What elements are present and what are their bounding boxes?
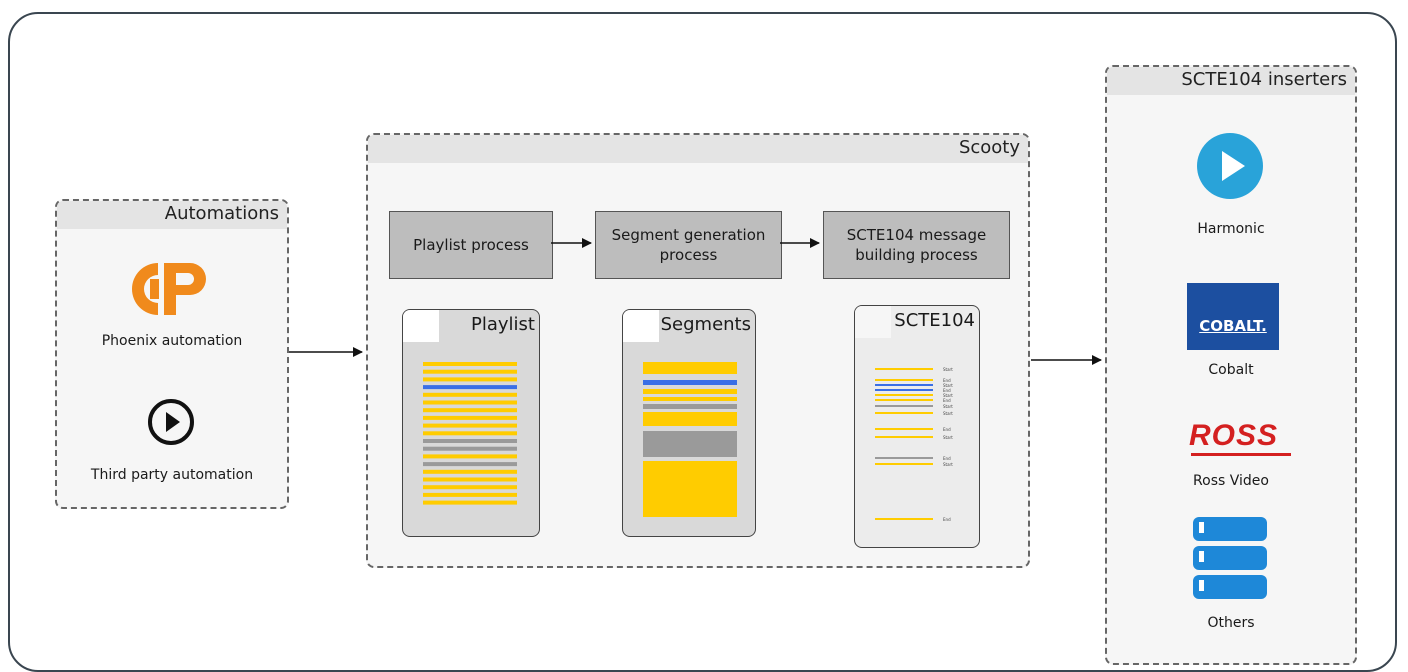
playlist-process-box: Playlist process xyxy=(389,211,553,279)
scte104-line xyxy=(875,518,933,520)
scte104-message-building-process-box: SCTE104 message building process xyxy=(823,211,1010,279)
cobalt-logo-icon: COBALT. xyxy=(1187,283,1279,350)
playlist-card: Playlist xyxy=(402,309,540,537)
scte104-line-label: Start xyxy=(943,411,953,416)
playlist-line xyxy=(423,500,517,505)
scooty-title: Scooty xyxy=(958,137,1020,158)
segment-block xyxy=(643,380,737,385)
connectors xyxy=(289,238,1102,365)
playlist-line xyxy=(423,469,517,474)
inserters-group: SCTE104 inserters Harmonic COBALT. Cobal… xyxy=(1105,65,1357,665)
cobalt-label: Cobalt xyxy=(1208,362,1254,378)
playlist-line xyxy=(423,431,517,436)
inserters-header xyxy=(1107,67,1355,95)
server-stack-icon xyxy=(1191,515,1269,601)
playlist-line xyxy=(423,485,517,490)
card-tab xyxy=(403,310,439,342)
scte104-line-label: Start xyxy=(943,404,953,409)
scte104-card-title: SCTE104 xyxy=(894,310,975,331)
scte104-line xyxy=(875,412,933,414)
scte104-line-label: Start xyxy=(943,462,953,467)
scte104-line-label: Start xyxy=(943,383,953,388)
play-circle-icon xyxy=(146,397,196,447)
scte104-line-label: End xyxy=(943,427,951,432)
scte104-line-label: End xyxy=(943,517,951,522)
segment-block xyxy=(643,362,737,374)
playlist-lines xyxy=(423,362,517,505)
playlist-line xyxy=(423,462,517,467)
segment-block xyxy=(643,397,737,401)
scte104-line-label: End xyxy=(943,378,951,383)
playlist-line xyxy=(423,454,517,459)
segment-block xyxy=(643,431,737,457)
scte104-line xyxy=(875,368,933,370)
scooty-header xyxy=(368,135,1028,163)
process-label: Segment generation xyxy=(611,226,766,244)
playlist-line xyxy=(423,439,517,443)
harmonic-label: Harmonic xyxy=(1197,221,1265,237)
ross-video-label: Ross Video xyxy=(1193,473,1269,489)
scte104-line-label: End xyxy=(943,398,951,403)
scooty-group: Scooty Playlist process Segment generati… xyxy=(366,133,1030,568)
playlist-card-title: Playlist xyxy=(471,314,535,335)
process-label: process xyxy=(659,246,718,264)
scte104-line xyxy=(875,405,933,407)
scte104-line xyxy=(875,379,933,381)
playlist-line xyxy=(423,369,517,374)
segments-card: Segments xyxy=(622,309,756,537)
card-tab xyxy=(855,306,891,338)
scte104-line xyxy=(875,428,933,430)
automations-title: Automations xyxy=(164,203,279,224)
card-tab xyxy=(623,310,659,342)
scte104-line xyxy=(875,394,933,396)
ross-logo-underline xyxy=(1191,453,1291,456)
segment-block xyxy=(643,461,737,517)
playlist-line xyxy=(423,415,517,420)
automations-header xyxy=(57,201,287,229)
scte104-line xyxy=(875,399,933,401)
scte104-line xyxy=(875,436,933,438)
scte104-line-label: Start xyxy=(943,367,953,372)
playlist-line xyxy=(423,362,517,366)
playlist-line xyxy=(423,477,517,482)
process-label: SCTE104 message xyxy=(846,226,987,244)
playlist-line xyxy=(423,492,517,497)
playlist-line xyxy=(423,408,517,413)
process-label: building process xyxy=(855,246,978,264)
automations-group: Automations Phoenix automation Third par… xyxy=(55,199,289,509)
playlist-line xyxy=(423,423,517,428)
segment-block xyxy=(643,389,737,394)
scte104-line-label: End xyxy=(943,456,951,461)
scte104-line-label: End xyxy=(943,388,951,393)
playlist-line xyxy=(423,400,517,405)
ross-logo-icon: ROSS xyxy=(1187,419,1297,459)
playlist-line xyxy=(423,446,517,451)
scte104-line xyxy=(875,389,933,391)
third-party-automation-label: Third party automation xyxy=(90,467,254,483)
segment-block xyxy=(643,404,737,409)
harmonic-play-icon xyxy=(1195,131,1265,201)
playlist-line xyxy=(423,385,517,390)
scte104-line-label: Start xyxy=(943,435,953,440)
segments-card-title: Segments xyxy=(660,314,751,335)
scte104-line xyxy=(875,463,933,465)
cobalt-logo-text: COBALT. xyxy=(1199,317,1267,335)
scte104-lines: StartEndStartEndStartEndStartStartEndSta… xyxy=(875,367,953,522)
segments-blocks xyxy=(643,362,737,517)
scte104-line xyxy=(875,384,933,386)
phoenix-logo-icon xyxy=(128,259,218,319)
segment-block xyxy=(643,412,737,426)
playlist-line xyxy=(423,377,517,382)
scte104-line xyxy=(875,457,933,459)
scte104-line-label: Start xyxy=(943,393,953,398)
segment-generation-process-box: Segment generation process xyxy=(595,211,782,279)
inserters-title: SCTE104 inserters xyxy=(1181,69,1347,90)
playlist-line xyxy=(423,392,517,397)
ross-logo-text: ROSS xyxy=(1189,419,1279,452)
process-label: Playlist process xyxy=(413,236,529,254)
phoenix-automation-label: Phoenix automation xyxy=(101,333,243,349)
others-label: Others xyxy=(1207,615,1255,631)
